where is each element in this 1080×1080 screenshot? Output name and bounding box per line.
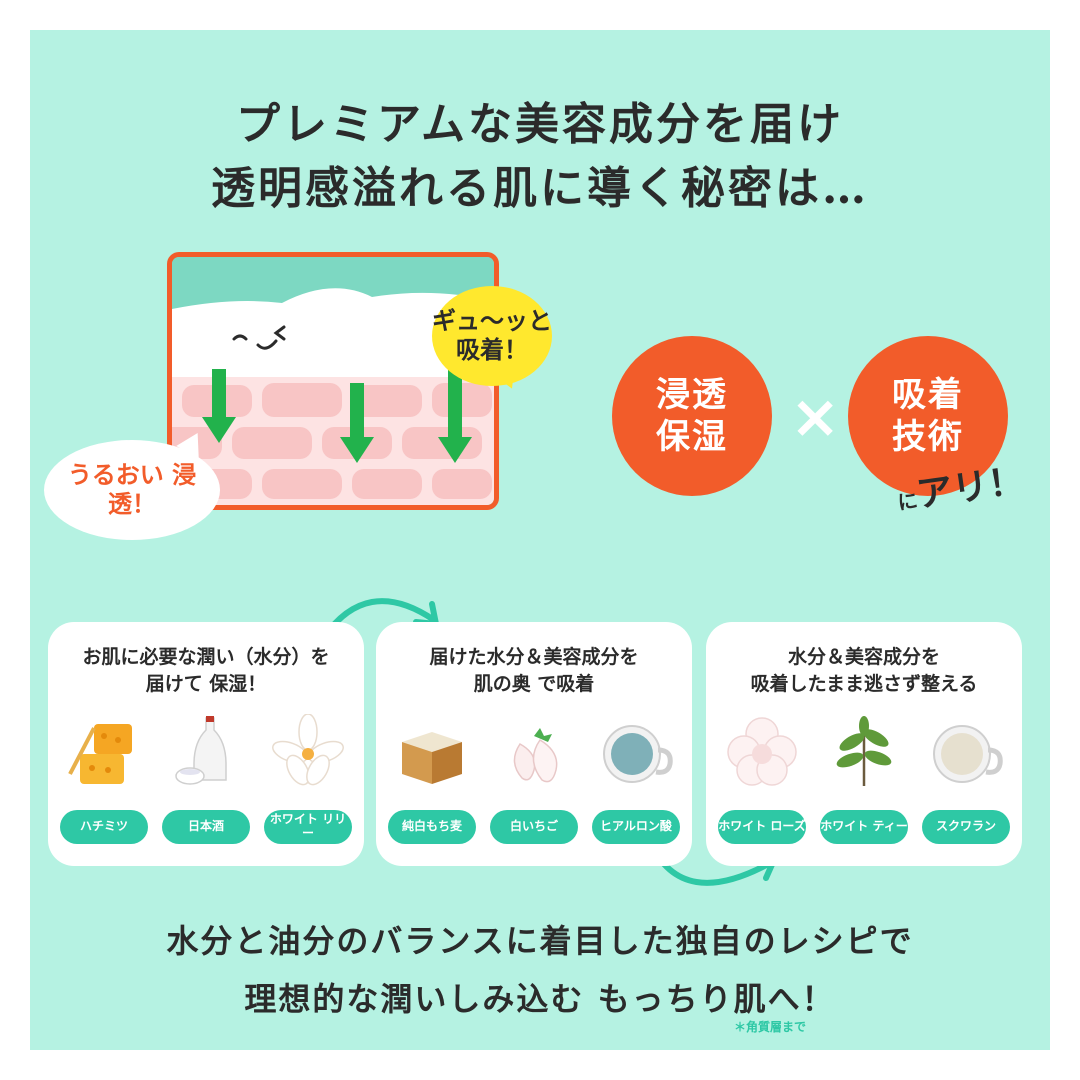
card-title-line-2: 届けて 保湿！ <box>145 672 267 695</box>
honey-icon <box>68 724 132 784</box>
skin-layers-icon <box>172 257 494 505</box>
ingredient-item: 白いちご <box>486 714 582 844</box>
ingredient-item: ホワイト ティー <box>816 714 912 844</box>
white-rose-icon <box>727 717 797 786</box>
tech-circle-1-line-1: 浸透 <box>656 374 728 415</box>
ingredient-item: ヒアルロン酸 <box>588 714 684 844</box>
footnote: ＊角質層まで <box>734 1020 807 1034</box>
white-strawberry-icon <box>513 728 558 783</box>
hyaluronic-cup-icon <box>603 725 673 783</box>
ari-caption-text: アリ！ <box>914 460 1027 516</box>
tea-leaf-icon <box>836 716 892 786</box>
tech-circle-adsorption: 吸着 技術 <box>848 336 1008 496</box>
tech-circle-penetration: 浸透 保湿 <box>612 336 772 496</box>
ingredient-card-moisturize: お肌に必要な潤い（水分）を 届けて 保湿！ ハチミツ <box>48 622 364 866</box>
ingredient-item: スクワラン <box>918 714 1014 844</box>
bubble-penetration: うるおい 浸透！ <box>44 440 220 540</box>
ingredient-tag-white-tea: ホワイト ティー <box>820 810 908 844</box>
ingredient-tag-white-rose: ホワイト ローズ <box>718 810 806 844</box>
card-title-line-2: 吸着したまま逃さず整える <box>750 672 978 695</box>
squalane-cup-icon <box>933 725 1003 783</box>
ingredient-tag-white-strawberry: 白いちご <box>490 810 578 844</box>
ingredient-item: ホワイト リリー <box>260 714 356 844</box>
ingredient-item: ハチミツ <box>56 714 152 844</box>
card-title: 届けた水分＆美容成分を 肌の奥 で吸着 <box>376 644 692 697</box>
ingredient-tag-sake: 日本酒 <box>162 810 250 844</box>
ingredient-tag-barley: 純白もち麦 <box>388 810 476 844</box>
ingredient-tag-hyaluronic-acid: ヒアルロン酸 <box>592 810 680 844</box>
card-title: お肌に必要な潤い（水分）を 届けて 保湿！ <box>48 644 364 697</box>
ingredient-card-retain: 水分＆美容成分を 吸着したまま逃さず整える ホワイト ローズ <box>706 622 1022 866</box>
card-title-line-2: 肌の奥 で吸着 <box>473 672 595 695</box>
ingredient-item: 純白もち麦 <box>384 714 480 844</box>
ingredient-tag-honey: ハチミツ <box>60 810 148 844</box>
ingredient-tag-white-lily: ホワイト リリー <box>264 810 352 844</box>
headline-line-1: プレミアムな美容成分を届け <box>236 99 844 150</box>
card-title-line-1: 届けた水分＆美容成分を <box>429 646 639 668</box>
ingredient-card-adsorb: 届けた水分＆美容成分を 肌の奥 で吸着 純白もち麦 白いちご <box>376 622 692 866</box>
barley-box-icon <box>402 732 462 784</box>
bubble-penetration-text: うるおい 浸透！ <box>67 461 197 518</box>
cross-icon: × <box>790 382 841 452</box>
card-title-line-1: お肌に必要な潤い（水分）を <box>82 646 330 668</box>
promo-panel: プレミアムな美容成分を届け 透明感溢れる肌に導く秘密は… <box>30 30 1050 1050</box>
footer-line-1: 水分と油分のバランスに着目した独自のレシピで <box>166 922 914 960</box>
tech-circle-1-line-2: 保湿 <box>656 417 728 457</box>
bubble-suction: ギュ〜ッと 吸着！ <box>432 286 552 386</box>
tech-circle-2-line-1: 吸着 <box>892 374 964 415</box>
card-title: 水分＆美容成分を 吸着したまま逃さず整える <box>706 644 1022 697</box>
sake-icon <box>175 716 227 785</box>
ingredient-tag-squalane: スクワラン <box>922 810 1010 844</box>
ingredient-item: 日本酒 <box>158 714 254 844</box>
bubble-suction-text: ギュ〜ッと 吸着！ <box>432 307 552 364</box>
headline-line-2: 透明感溢れる肌に導く秘密は… <box>211 163 869 214</box>
footer-line-2: 理想的な潤いしみ込む もっちり肌へ！ <box>244 980 836 1018</box>
tech-circle-2-line-2: 技術 <box>892 417 964 457</box>
card-title-line-1: 水分＆美容成分を <box>787 646 940 668</box>
white-lily-icon <box>272 714 344 786</box>
ingredient-item: ホワイト ローズ <box>714 714 810 844</box>
skin-illustration <box>167 252 499 510</box>
